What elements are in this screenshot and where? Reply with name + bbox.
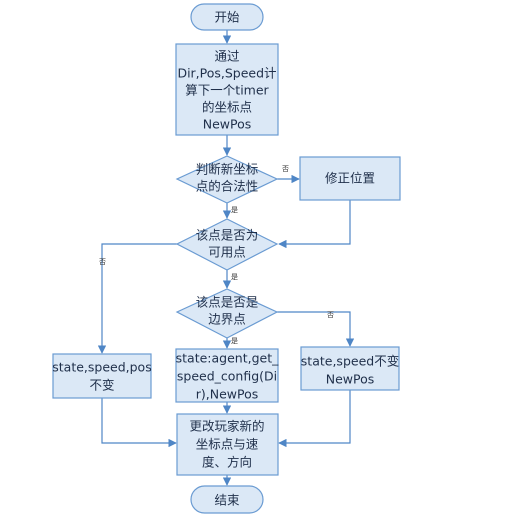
check-border-line-2: 边界点 [208,312,246,327]
edge-keep-state-update [278,390,351,448]
edge-fix-usable [278,200,351,249]
keep-state-node: state,speed不变 NewPos [300,346,400,391]
check-valid-line-2: 点的合法性 [196,179,259,194]
label-usable-yes: 是 [231,273,238,281]
update-line-1: 更改玩家新的 [189,419,264,434]
fix-pos-node: 修正位置 [299,156,401,201]
update-line-3: 度、方向 [202,455,252,470]
update-line-2: 坐标点与速 [196,437,259,452]
fix-pos-label: 修正位置 [325,171,375,186]
get-speed-node: state:agent,get_ speed_config(Di r),NewP… [175,348,279,403]
edges [97,30,355,486]
compute-line-1: 通过 [214,49,240,64]
check-valid-line-1: 判断新坐标 [196,162,259,177]
check-border-line-1: 该点是否是 [196,295,259,310]
compute-line-4: 的坐标点 [202,100,252,115]
check-valid-node: 判断新坐标 点的合法性 [175,155,279,204]
start-label: 开始 [214,10,240,25]
check-usable-node: 该点是否为 可用点 [175,218,279,271]
start-node: 开始 [190,3,264,31]
keep-state-line-1: state,speed不变 [301,354,399,369]
keep-state-line-2: NewPos [326,372,375,387]
get-speed-line-2: speed_config(Di [177,369,277,384]
compute-line-3: 算下一个timer [185,83,269,98]
keep-all-line-2: 不变 [89,378,114,393]
edge-labels: 否 是 否 是 否 是 [99,165,334,345]
end-label: 结束 [214,493,240,508]
edge-usable-keep-all [97,243,177,354]
label-border-yes: 是 [231,337,238,345]
label-valid-yes: 是 [231,206,238,214]
label-border-no: 否 [327,311,334,319]
compute-node: 通过 Dir,Pos,Speed计 算下一个timer 的坐标点 NewPos [175,43,279,136]
edge-border-keep-state [277,311,355,347]
keep-all-node: state,speed,pos 不变 [52,353,152,399]
update-node: 更改玩家新的 坐标点与速 度、方向 [176,413,279,476]
label-valid-no: 否 [282,165,289,173]
compute-line-2: Dir,Pos,Speed计 [177,66,276,81]
check-usable-line-2: 可用点 [208,245,246,260]
check-usable-line-1: 该点是否为 [196,228,259,243]
get-speed-line-3: r),NewPos [196,387,259,402]
end-node: 结束 [190,485,264,514]
check-border-node: 该点是否是 边界点 [175,288,279,339]
keep-all-line-1: state,speed,pos [52,360,151,375]
edge-keep-all-update [101,398,177,448]
label-usable-no: 否 [99,258,106,266]
compute-line-5: NewPos [203,117,252,132]
get-speed-line-1: state:agent,get_ [176,351,279,366]
